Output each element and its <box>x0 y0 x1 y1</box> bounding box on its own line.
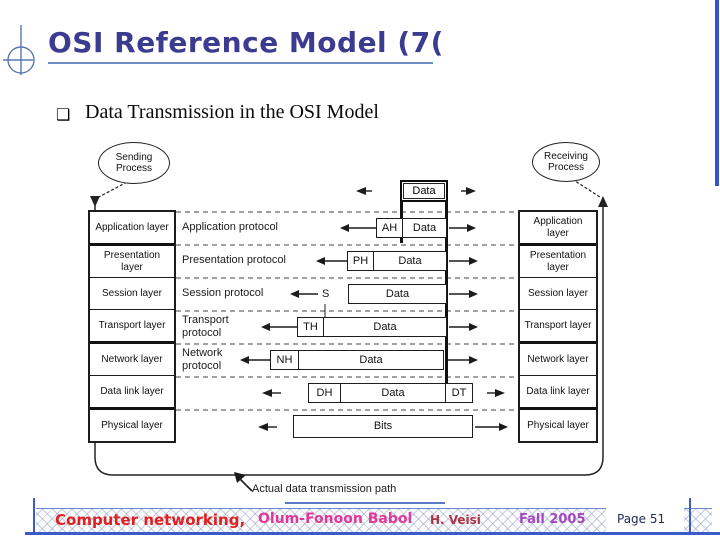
left-layer-application: Application layer <box>95 221 169 233</box>
bullet-text: Data Transmission in the OSI Model <box>85 101 379 123</box>
left-layer-session: Session layer <box>90 277 174 309</box>
caption-arrow <box>234 472 253 492</box>
footer-course: Computer networking, <box>55 511 246 529</box>
th-header-box: TH <box>297 317 324 337</box>
transport-data-box: Data <box>323 317 447 337</box>
left-layer-presentation: Presentation layer <box>90 243 174 277</box>
datalink-data-box: Data <box>340 383 446 403</box>
top-data-label: Data <box>403 183 445 199</box>
label-presentation-protocol: Presentation protocol <box>182 254 286 266</box>
session-data-box: Data <box>348 284 447 304</box>
receiving-process-ellipse: Receiving Process <box>532 142 600 182</box>
path-arrowheads <box>90 196 608 207</box>
right-layer-physical: Physical layer <box>520 407 596 441</box>
sending-process-ellipse: Sending Process <box>98 142 170 184</box>
title-underline <box>48 62 433 64</box>
presentation-data-box: Data <box>373 251 447 271</box>
left-layer-stack: Application layer Presentation layer Ses… <box>88 210 176 443</box>
right-accent-line <box>715 0 719 186</box>
bits-box: Bits <box>293 415 473 438</box>
right-layer-datalink: Data link layer <box>520 375 596 407</box>
dh-header-box: DH <box>308 383 341 403</box>
left-layer-physical: Physical layer <box>90 407 174 441</box>
application-data-box: Data <box>402 218 447 238</box>
left-layer-transport: Transport layer <box>90 309 174 341</box>
label-network-protocol: Network protocol <box>182 347 223 373</box>
right-layer-presentation: Presentation layer <box>520 243 596 277</box>
top-data-box: Data <box>400 180 448 202</box>
process-connectors <box>96 178 601 199</box>
footer-top-rule <box>285 502 445 504</box>
footer-right-tick <box>689 498 691 533</box>
session-header-label: S <box>322 288 330 300</box>
right-layer-stack: Application layer Presentation layer Ses… <box>518 210 598 443</box>
nh-header-box: NH <box>270 350 299 370</box>
footer-institute: Olum-Fonoon Babol <box>258 511 413 527</box>
footer-bottom-rule <box>25 532 720 535</box>
label-transport-protocol: Transport protocol <box>182 314 229 340</box>
ph-header-box: PH <box>347 251 374 271</box>
layer-dashed-separators <box>176 211 518 411</box>
label-session-protocol: Session protocol <box>182 287 264 299</box>
right-layer-network: Network layer <box>520 341 596 375</box>
dt-trailer-box: DT <box>445 383 473 403</box>
slide-title: OSI Reference Model (7( <box>48 26 444 59</box>
footer-left-tick <box>33 498 35 533</box>
label-application-protocol: Application protocol <box>182 221 279 233</box>
network-data-box: Data <box>298 350 444 370</box>
right-layer-application: Application layer <box>533 216 583 239</box>
bullet-square-icon: ❑ <box>56 107 71 124</box>
right-layer-transport: Transport layer <box>520 309 596 341</box>
left-layer-network: Network layer <box>90 341 174 375</box>
footer-page-number: Page 51 <box>617 512 666 526</box>
ah-header-box: AH <box>376 218 403 238</box>
compass-icon <box>3 25 35 75</box>
page-number-backdrop <box>606 505 684 532</box>
right-layer-session: Session layer <box>520 277 596 309</box>
footer-band <box>36 508 712 533</box>
footer-term: Fall 2005 <box>519 512 586 527</box>
footer-author: H. Veisi <box>430 513 481 527</box>
transmission-path-caption: Actual data transmission path <box>252 483 397 495</box>
left-layer-datalink: Data link layer <box>90 375 174 407</box>
